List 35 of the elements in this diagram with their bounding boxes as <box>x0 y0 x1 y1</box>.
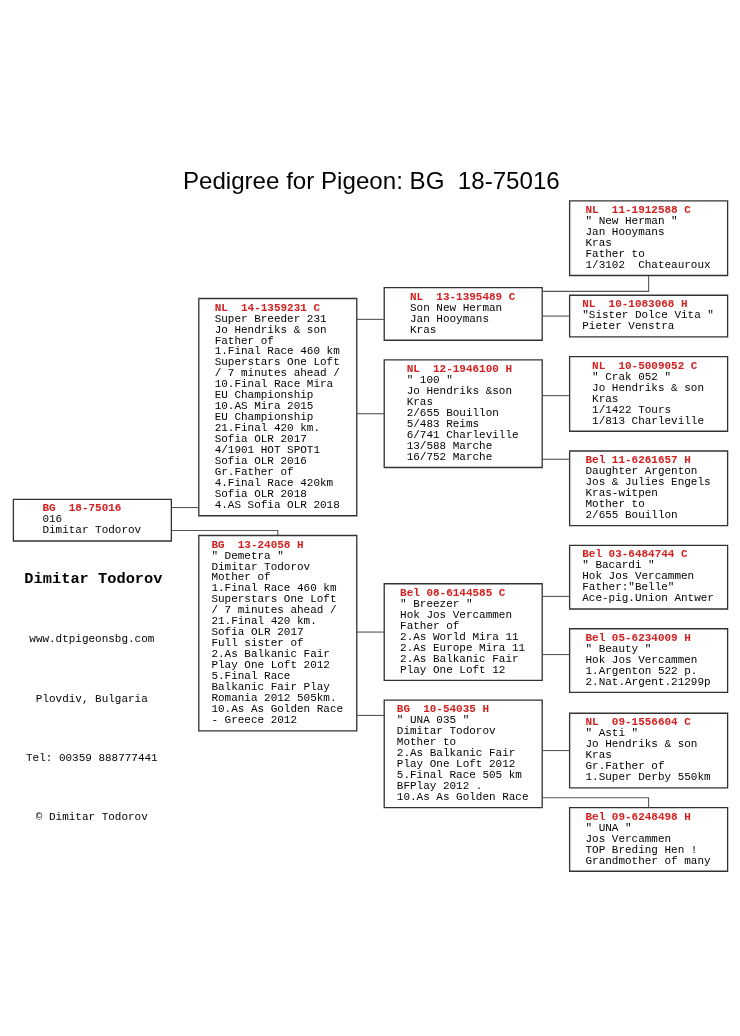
label: Plovdiv, Bulgaria <box>35 692 148 705</box>
node-box: Bel 09-6248498 H " UNA " Jos Vercammen TOP Breding Hen ! Grandmother of many <box>568 806 728 872</box>
node-box: NL 12-1946100 H " 100 " Jo Hendriks &son Kras 2/655 Bouillon 5/483 Reims 6/741 Charleville 13/588 Marche 16/752 Marche <box>383 358 543 468</box>
connector <box>355 631 385 633</box>
node-box: Bel 08-6144585 C " Breezer " Hok Jos Vercammen Father of 2.As World Mira 11 2.As Europe Mira 11 2.As Balkanic Fair Play One Loft 12 <box>383 582 543 681</box>
connector <box>541 653 570 655</box>
node-box: NL 10-1083068 H "Sister Dolce Vita " Pieter Venstra <box>568 294 728 338</box>
node-box: Bel 03-6484744 C " Bacardi " Hok Jos Vercammen Father:"Belle" Ace-pig.Union Antwer <box>568 544 728 610</box>
label: www.dtpigeonsbg.com <box>28 632 154 645</box>
connector <box>541 796 649 808</box>
node-box: BG 10-54035 H " UNA 035 " Dimitar Todorov Mother to 2.As Balkanic Fair Play One Loft 2012 5.Final Race 505 km BFPlay 2012 . 10.As As Golden Race <box>383 698 543 808</box>
connector <box>170 506 199 508</box>
node-box: BG 13-24058 H " Demetra " Dimitar Todorov Mother of 1.Final Race 460 km Superstars One Loft / 7 minutes ahead / 21.Final 420 km. Sofia OLR 2017 Full sister of 2.As Balkanic Fair Play One Loft 2012 5.Final Race Balkanic Fair Play Romania 2012 505km. 10.As As Golden Race - Greece 2012 <box>197 534 357 731</box>
node-box: Bel 05-6234009 H " Beauty " Hok Jos Vercammen 1.Argenton 522 p. 2.Nat.Argent.21299p <box>568 627 728 693</box>
label: © Dimitar Todorov <box>35 810 148 823</box>
connector <box>541 274 649 292</box>
connector <box>355 714 385 716</box>
node-box: NL 14-1359231 C Super Breeder 231 Jo Hendriks & son Father of 1.Final Race 460 km Superstars One Loft / 7 minutes ahead / 10.Final Race Mira EU Championship 10.AS Mira 2015 EU Championship 21.Final 420 km. Sofia OLR 2017 4/1901 HOT SPOT1 Sofia OLR 2016 Gr.Father of 4.Final Race 420km Sofia OLR 2018 4.AS Sofia OLR 2018 <box>197 297 357 516</box>
node-box: NL 11-1912588 C " New Herman " Jan Hooymans Kras Father to 1/3102 Chateauroux <box>568 199 728 276</box>
node-box: NL 10-5009052 C " Crak 052 " Jo Hendriks & son Kras 1/1422 Tours 1/813 Charleville <box>568 355 728 432</box>
label: Tel: 00359 888777441 <box>25 751 158 764</box>
connector <box>541 749 570 751</box>
node-box: BG 18-75016 016 Dimitar Todorov <box>12 498 172 542</box>
node-box: NL 09-1556604 C " Asti " Jo Hendriks & son Kras Gr.Father of 1.Super Derby 550km <box>568 712 728 788</box>
label: Dimitar Todorov <box>23 569 162 588</box>
node-box: NL 13-1395489 C Son New Herman Jan Hooymans Kras <box>383 286 543 341</box>
connector <box>355 318 385 320</box>
connector <box>541 394 570 396</box>
connector <box>541 595 570 597</box>
connector <box>355 412 385 414</box>
connector <box>541 458 570 460</box>
node-box: Bel 11-6261657 H Daughter Argenton Jos & Julies Engels Kras-witpen Mother to 2/655 Bouillon <box>568 449 728 526</box>
connector <box>541 315 570 317</box>
diagram-title: Pedigree for Pigeon: BG 18-75016 <box>182 166 560 194</box>
connector <box>170 529 278 536</box>
